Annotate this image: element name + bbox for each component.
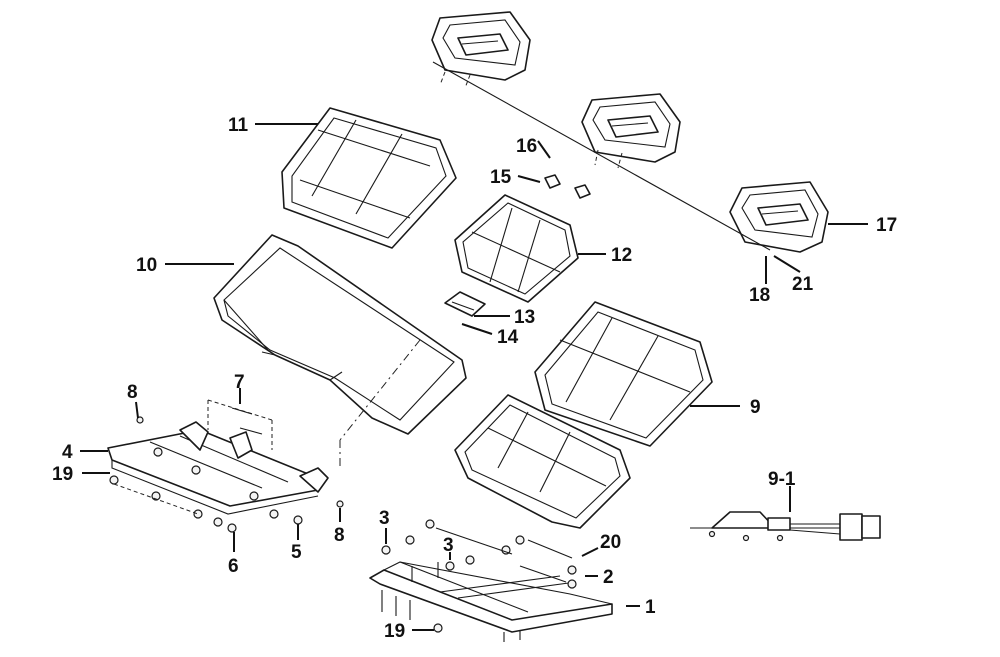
callout-17: 17: [876, 215, 897, 236]
headrest-top: [431, 11, 531, 81]
upper-backrest-cushion: [281, 107, 457, 249]
callout-2: 2: [603, 567, 614, 588]
callout-11: 11: [228, 115, 249, 136]
right-seat-cushion: [454, 394, 631, 529]
callout-19-left: 19: [52, 464, 73, 485]
callout-12: 12: [611, 245, 632, 266]
hinge-latch: [444, 174, 591, 317]
callout-3-left: 3: [379, 508, 390, 529]
callout-3-mid: 3: [443, 535, 454, 556]
headrest-right: [729, 181, 829, 253]
callout-9: 9: [750, 397, 761, 418]
center-backrest-cushion: [454, 194, 579, 303]
callout-5: 5: [291, 542, 302, 563]
headrest-axis-line: [432, 61, 771, 251]
seat-switch-harness: [690, 511, 881, 542]
callout-8-left: 8: [127, 382, 138, 403]
main-seat-cushion: [213, 234, 467, 435]
callout-9-1: 9-1: [768, 469, 796, 490]
callout-4: 4: [62, 442, 73, 463]
callout-21: 21: [792, 274, 814, 295]
callout-10: 10: [136, 255, 157, 276]
callout-18: 18: [749, 285, 770, 306]
callout-6: 6: [228, 556, 239, 577]
callout-15: 15: [490, 167, 512, 188]
callout-19-bottom: 19: [384, 621, 405, 642]
callout-7: 7: [234, 372, 245, 393]
headrest-middle: [581, 93, 681, 163]
callout-8-right: 8: [334, 525, 345, 546]
callout-13: 13: [514, 307, 535, 328]
callout-14: 14: [497, 327, 519, 348]
right-backrest-cushion: [534, 301, 713, 447]
callout-20: 20: [600, 532, 621, 553]
callout-16: 16: [516, 136, 537, 157]
left-seat-frame: [107, 421, 329, 515]
callout-1: 1: [645, 597, 656, 618]
base-frame: [369, 561, 613, 642]
